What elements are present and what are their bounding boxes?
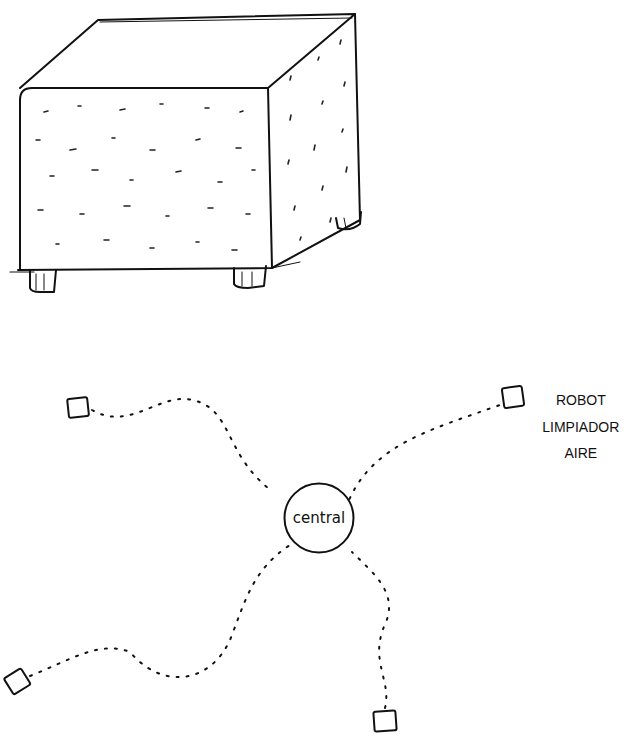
connector-line [350,405,501,499]
cube-robot-sketch [10,14,361,292]
cube-texture [36,40,347,250]
circle-shape [285,484,354,553]
robot-square: ROBOT LIMPIADOR AIRE [501,385,526,410]
robot-caption: ROBOT LIMPIADOR AIRE [535,387,627,467]
dotted-connector [350,405,501,499]
node-label: central [293,509,345,527]
robot-square-icons [4,397,397,732]
central-circle: central [283,482,355,554]
dotted-link-lines [30,399,389,708]
